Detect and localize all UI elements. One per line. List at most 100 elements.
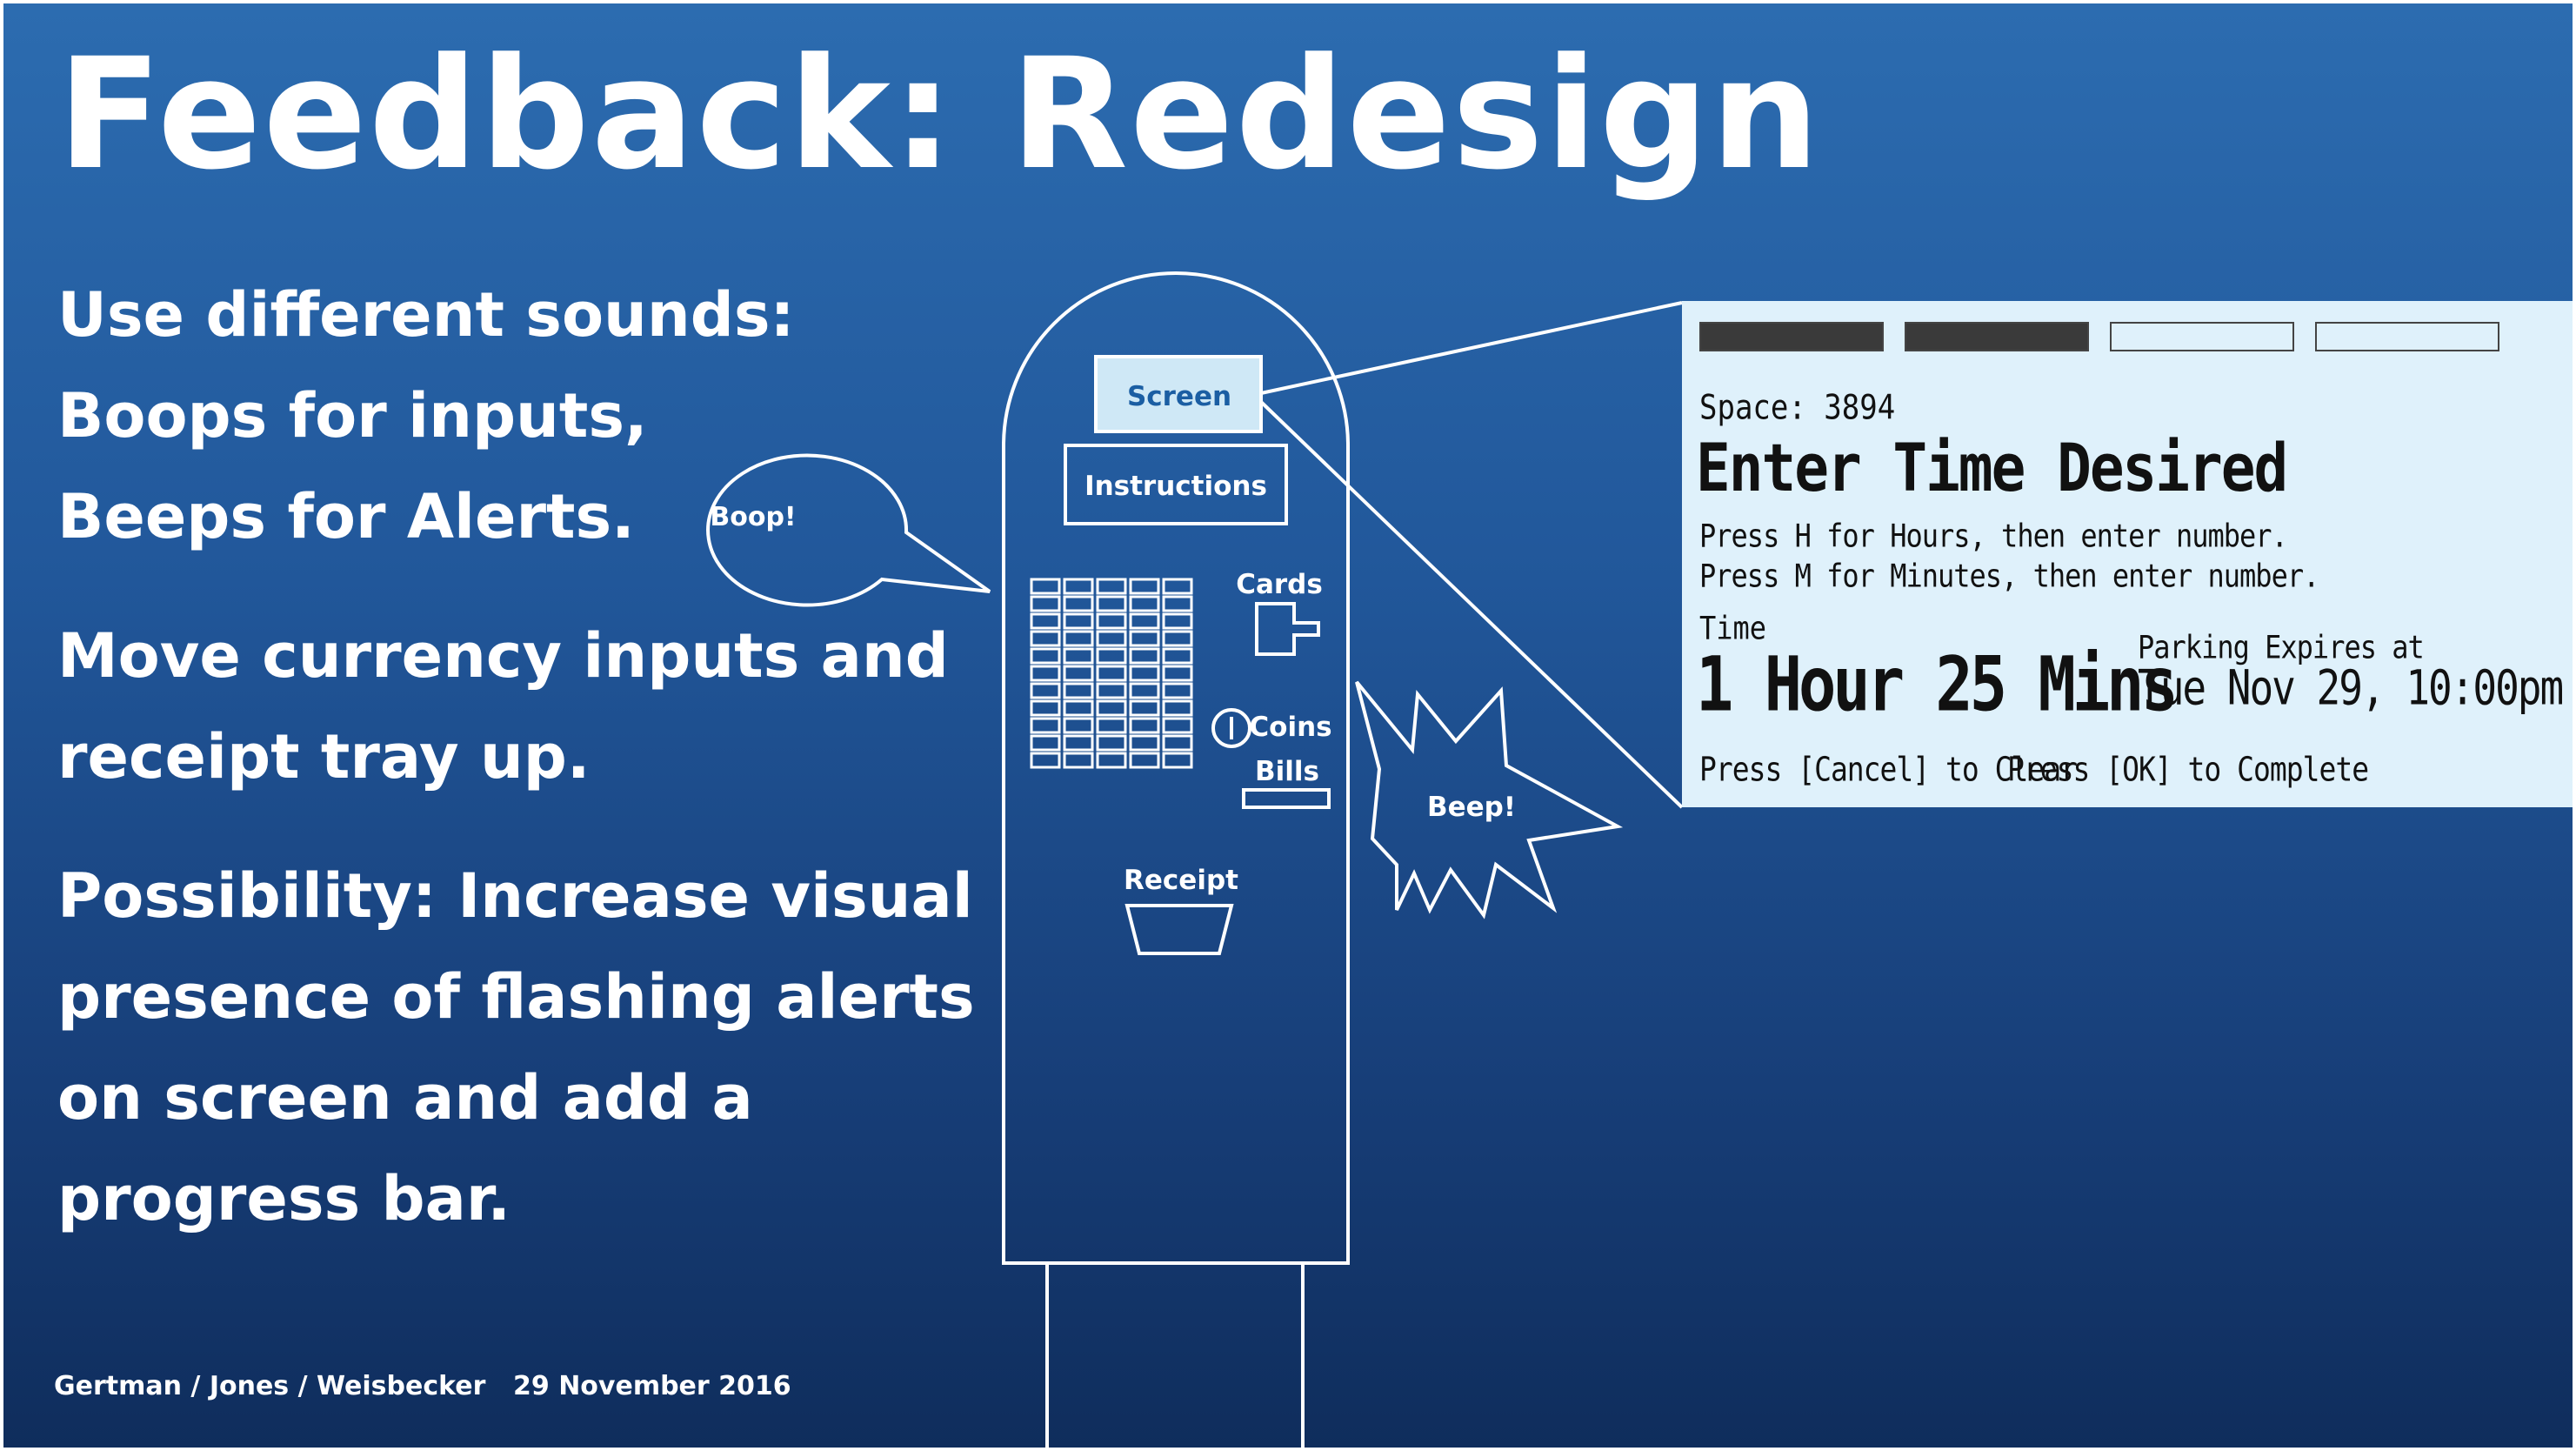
keypad-key [1063,612,1094,630]
keypad-key [1063,699,1094,717]
bullet-line: Move currency inputs and [57,620,949,692]
keypad-key [1063,578,1094,595]
keypad-key [1030,612,1061,630]
bullet-line: Boops for inputs, [57,380,648,451]
lcd-screen-mockup: Space: 3894 Enter Time Desired Press H f… [1682,301,2573,807]
keypad-key [1129,682,1160,699]
keypad-key [1030,682,1061,699]
keypad-key [1030,630,1061,647]
bullet-sounds: Use different sounds: Boops for inputs, … [57,264,975,567]
screen-box [1094,355,1263,433]
bullet-possibility: Possibility: Increase visual presence of… [57,846,975,1249]
bullet-line: Beeps for Alerts. [57,481,635,552]
cancel-hint: Press [Cancel] to Clear [1699,750,2078,789]
keypad-key [1063,717,1094,734]
receipt-tray-icon [1124,904,1234,955]
bullet-line: Use different sounds: [57,279,795,351]
lcd-heading: Enter Time Desired [1696,430,2288,507]
keypad-key [1129,699,1160,717]
keypad-key [1096,630,1127,647]
card-slot-icon [1255,602,1320,656]
keypad-key [1030,734,1061,752]
keypad-key [1129,647,1160,665]
keypad-key [1129,612,1160,630]
keypad-key [1162,752,1193,769]
keypad-key [1129,717,1160,734]
bullet-list: Use different sounds: Boops for inputs, … [57,264,975,1249]
expires-value: Tue Nov 29, 10:00pm [2138,659,2564,716]
lcd-instruction-hours: Press H for Hours, then enter number. [1699,517,2288,555]
keypad-key [1030,595,1061,612]
keypad-key [1096,752,1127,769]
keypad-key [1162,665,1193,682]
instructions-label: Instructions [1084,471,1267,502]
keypad-key [1063,682,1094,699]
bullet-line: on screen and add a [57,1062,753,1133]
keypad-key [1063,734,1094,752]
coins-label: Coins [1249,712,1331,743]
ok-hint: Press [OK] to Complete [2007,750,2369,789]
keypad-key [1162,630,1193,647]
footer-date: 29 November 2016 [513,1371,791,1401]
coin-slot-icon [1211,708,1251,748]
bills-label: Bills [1255,756,1319,787]
keypad-key [1129,665,1160,682]
beep-starburst [1355,680,1624,919]
keypad-key [1162,682,1193,699]
parking-meter-diagram: Screen Instructions Cards Coins Bills Re… [706,271,1684,1448]
progress-segment [1699,322,1884,351]
receipt-label: Receipt [1124,865,1238,896]
expires-label: Parking Expires at [2138,628,2425,666]
keypad-key [1030,752,1061,769]
keypad-key [1063,630,1094,647]
instructions-box [1064,444,1288,525]
space-number: Space: 3894 [1699,388,1896,428]
progress-segment [2315,322,2499,351]
bullet-line: progress bar. [57,1163,511,1234]
keypad-key [1096,734,1127,752]
keypad-key [1030,647,1061,665]
progress-segment [2110,322,2294,351]
bullet-line: receipt tray up. [57,721,591,792]
keypad-key [1162,595,1193,612]
keypad-key [1162,699,1193,717]
keypad-key [1030,699,1061,717]
keypad-key [1162,734,1193,752]
bullet-line: Possibility: Increase visual [57,860,973,932]
progress-segment [1905,322,2089,351]
keypad-key [1129,734,1160,752]
boop-text: Boop! [710,502,796,532]
keypad-key [1096,612,1127,630]
bullet-currency: Move currency inputs and receipt tray up… [57,605,975,807]
keypad-key [1162,612,1193,630]
time-label: Time [1699,609,1767,647]
keypad-key [1063,665,1094,682]
keypad-key [1129,595,1160,612]
keypad-key [1063,647,1094,665]
screen-label: Screen [1127,381,1231,412]
keypad-key [1096,699,1127,717]
bullet-line: presence of flashing alerts [57,961,975,1033]
footer-authors: Gertman / Jones / Weisbecker [54,1371,486,1401]
keypad-key [1162,647,1193,665]
keypad-key [1063,595,1094,612]
keypad-key [1063,752,1094,769]
beep-text: Beep! [1427,792,1516,823]
keypad-key [1096,647,1127,665]
slide-title: Feedback: Redesign [57,25,1822,204]
keypad-key [1129,578,1160,595]
cards-label: Cards [1236,569,1323,600]
keypad-key [1129,752,1160,769]
callout-line-top [1260,301,1683,395]
keypad-key [1030,578,1061,595]
lcd-instruction-minutes: Press M for Minutes, then enter number. [1699,557,2319,595]
bill-slot [1242,788,1331,809]
time-value: 1 Hour 25 Mins [1696,640,2179,728]
slide: Feedback: Redesign Use different sounds:… [3,3,2573,1448]
keypad-key [1129,630,1160,647]
keypad-key [1162,578,1193,595]
boop-bubble [706,453,991,607]
callout-line-bottom [1259,400,1684,809]
keypad-key [1096,578,1127,595]
keypad-key [1096,665,1127,682]
